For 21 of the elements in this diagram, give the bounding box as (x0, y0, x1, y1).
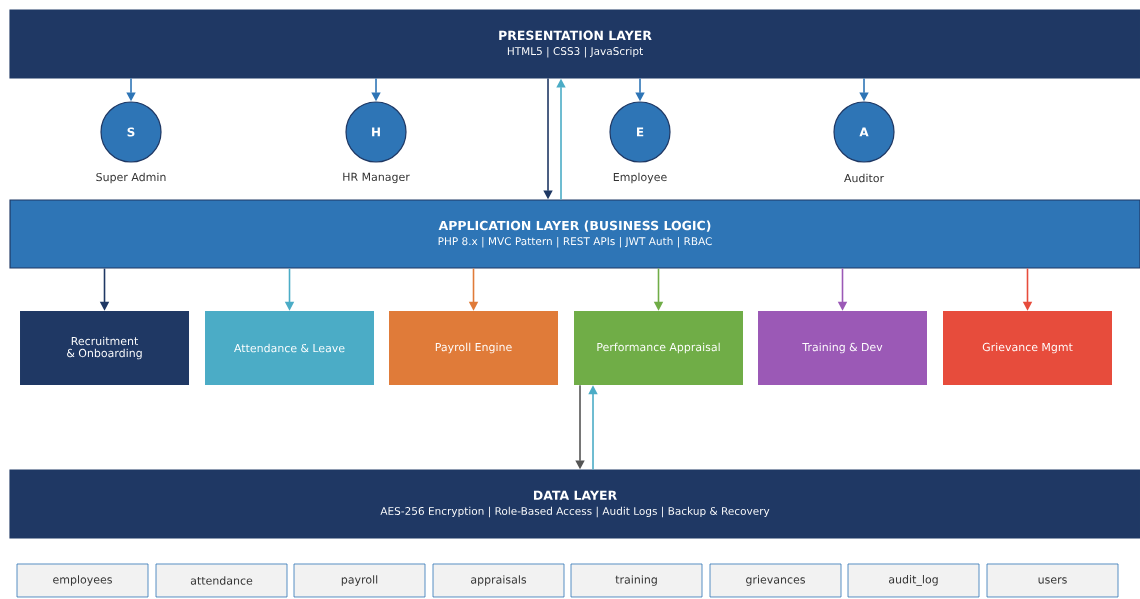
table-box: appraisals (432, 563, 565, 598)
module-box: Payroll Engine (389, 311, 558, 385)
table-box: users (986, 563, 1119, 598)
layer-bar: APPLICATION LAYER (BUSINESS LOGIC) PHP 8.x | MVC Pattern | REST APIs | JWT Auth | RBAC (9, 199, 1140, 269)
layer-bar: DATA LAYER AES-256 Encryption | Role-Based Access | Audit Logs | Backup & Recovery (9, 469, 1140, 539)
role-label: Super Admin (96, 172, 166, 184)
role-label: Auditor (844, 173, 885, 183)
table-box: payroll (293, 563, 426, 598)
module-box: Training & Dev (758, 311, 927, 385)
module-box: Grievance Mgmt (943, 311, 1112, 385)
table-box: attendance (155, 563, 288, 598)
role-label: Employee (613, 172, 667, 184)
table-box: training (570, 563, 703, 598)
role-label: HR Manager (343, 172, 410, 184)
module-box: Performance Appraisal (574, 311, 743, 385)
module-box: Recruitment & Onboarding (20, 311, 189, 385)
table-box: employees (16, 563, 149, 598)
table-box: grievances (709, 563, 842, 598)
module-box: Attendance & Leave (205, 311, 374, 385)
layer-bar: PRESENTATION LAYER HTML5 | CSS3 | JavaScript (9, 9, 1140, 79)
table-box: audit_log (847, 563, 980, 598)
